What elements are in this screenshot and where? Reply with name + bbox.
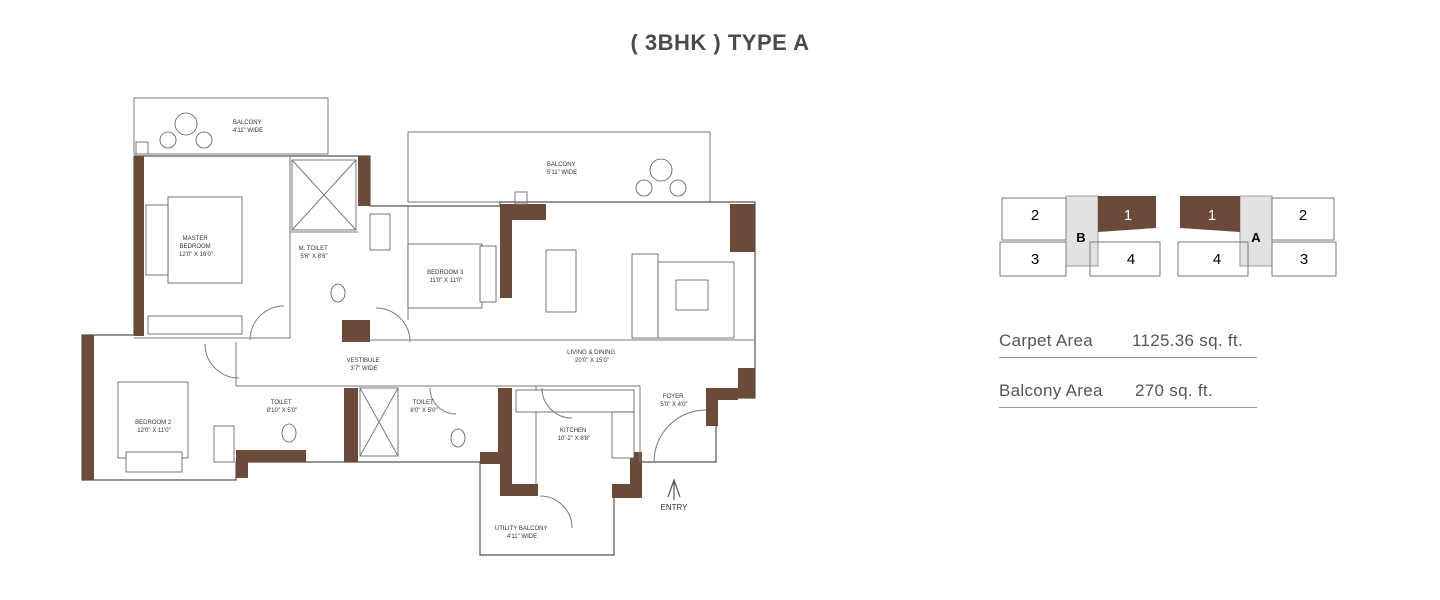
key-unit-b-4: [1089, 241, 1161, 277]
label-bedroom-3: BEDROOM 3 11'0" X 11'0": [427, 270, 465, 284]
key-unit-a-3: [1271, 241, 1337, 277]
label-utility-balcony: UTILITY BALCONY 4'11" WIDE: [495, 526, 549, 540]
key-unit-b-1: [1098, 196, 1156, 232]
label-balcony-main: BALCONY 5'11" WIDE: [547, 162, 577, 176]
label-living-dining: LIVING & DINING 20'0" X 15'0": [567, 350, 617, 364]
key-b-4: 4: [1127, 251, 1135, 268]
bedroom-2-bed: [117, 381, 189, 459]
key-core-b: [1065, 195, 1099, 267]
carpet-area-label: Carpet Area: [999, 331, 1094, 350]
key-unit-b-3: [999, 241, 1067, 277]
key-a-3: 3: [1300, 251, 1308, 268]
label-foyer: FOYER 5'0" X 4'0": [660, 394, 687, 408]
key-a-2: 2: [1299, 207, 1307, 224]
master-bed: [167, 196, 243, 284]
page-title: ( 3BHK ) TYPE A: [630, 30, 810, 55]
label-vestibule: VESTIBULE 3'7" WIDE: [347, 358, 382, 372]
carpet-area-row: Carpet Area 1125.36 sq. ft.: [999, 327, 1257, 358]
balcony-area-row: Balcony Area 270 sq. ft.: [999, 377, 1257, 408]
key-a-4: 4: [1213, 251, 1221, 268]
key-unit-a-1: [1180, 196, 1240, 232]
key-b-center: B: [1076, 230, 1085, 245]
key-a-center: A: [1251, 230, 1261, 245]
key-b-1: 1: [1124, 207, 1132, 224]
key-core-a: [1239, 195, 1273, 267]
key-unit-b-2: [1001, 197, 1067, 241]
label-toilet-2: TOILET 8'0" X 5'0": [410, 400, 437, 414]
label-toilet-1: TOILET 8'10" X 5'0": [267, 400, 298, 414]
key-a-1: 1: [1208, 207, 1216, 224]
carpet-area-value: 1125.36 sq. ft.: [1132, 331, 1243, 350]
key-plan: 2 1 3 4 B 1 2 4 3 A: [999, 195, 1337, 277]
balcony-master: [133, 97, 329, 155]
balcony-area-label: Balcony Area: [999, 381, 1103, 400]
entry-label: ENTRY: [661, 503, 689, 512]
key-unit-a-2: [1271, 197, 1335, 241]
label-bedroom-2: BEDROOM 2 12'0" X 11'0": [135, 420, 173, 434]
label-balcony-master: BALCONY 4'11" WIDE: [233, 120, 263, 134]
bedroom-3-bed: [407, 243, 483, 309]
label-master-bedroom: MASTER BEDROOM 12'0" X 16'0": [179, 236, 213, 258]
balcony-area-value: 270 sq. ft.: [1135, 381, 1213, 400]
dining-table: [545, 249, 577, 313]
label-m-toilet: M. TOILET 5'6" X 8'6": [299, 246, 330, 260]
key-b-2: 2: [1031, 207, 1039, 224]
label-kitchen: KITCHEN 10'-2" X 8'8": [558, 428, 591, 442]
sofa: [631, 253, 659, 339]
entry-arrow-icon: [667, 478, 681, 500]
key-b-3: 3: [1031, 251, 1039, 268]
key-unit-a-4: [1177, 241, 1249, 277]
